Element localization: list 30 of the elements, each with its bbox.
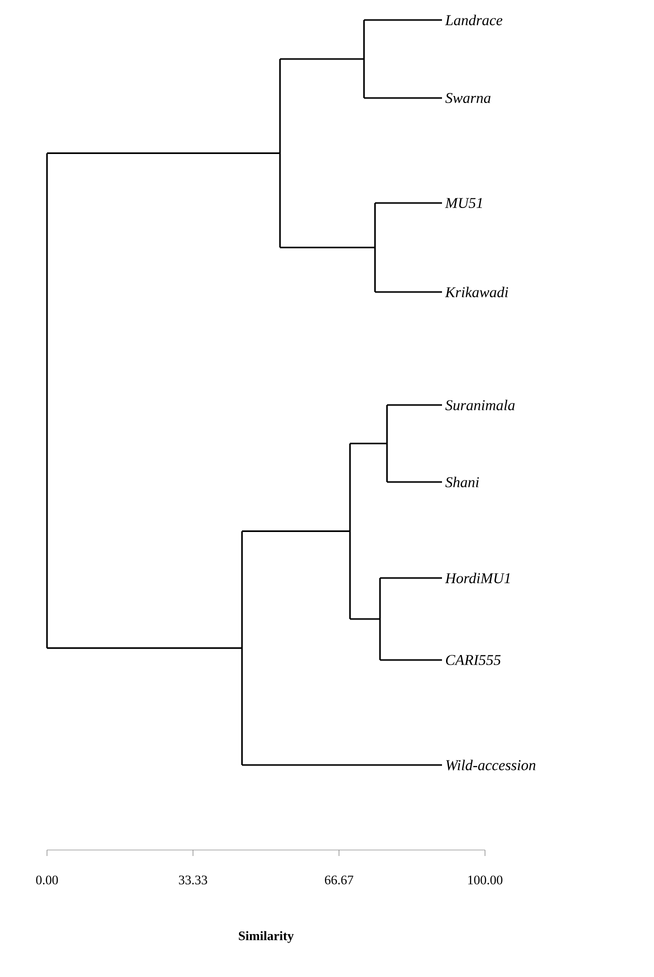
leaf-label: MU51: [445, 198, 482, 208]
leaf-label: Landrace: [445, 14, 502, 26]
leaf-label: Wild-accession: [446, 760, 536, 770]
leaf-label: Shani: [445, 476, 479, 488]
branch-line: [350, 618, 380, 620]
branch-line: [47, 152, 280, 154]
tick-label: 100.00: [468, 876, 502, 884]
branch-line: [242, 764, 442, 766]
leaf-label: CARI555: [446, 654, 501, 666]
axis-title: Similarity: [238, 931, 294, 943]
leaf-label: Suranimala: [445, 400, 515, 410]
tick-label: 66.67: [324, 876, 354, 884]
tick-label: 33.33: [179, 876, 208, 884]
branch-line: [387, 404, 442, 406]
branch-line: [380, 577, 442, 579]
branch-line: [364, 19, 442, 21]
tick-label: 0.00: [36, 876, 58, 884]
branch-line: [47, 647, 242, 649]
branch-line: [375, 291, 442, 293]
branch-line: [242, 530, 350, 532]
leaf-label: Swarna: [445, 92, 490, 104]
branch-line: [350, 442, 387, 444]
branch-line: [375, 202, 442, 204]
leaf-label: Krikawadi: [445, 286, 508, 298]
branch-line: [364, 97, 442, 99]
branch-line: [380, 659, 442, 661]
branch-line: [280, 58, 364, 60]
branch-line: [387, 481, 442, 483]
branch-line: [280, 246, 375, 248]
leaf-label: HordiMU1: [445, 572, 510, 584]
